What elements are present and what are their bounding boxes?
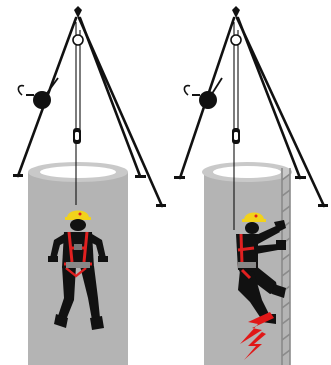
fall-arrest-device-icon — [232, 128, 240, 144]
climbing-worker-illustration — [166, 0, 331, 365]
suspended-worker-illustration — [0, 0, 166, 365]
panel-suspended-worker — [0, 0, 166, 365]
winch-icon — [184, 78, 222, 109]
fall-arrest-device-icon — [73, 128, 81, 144]
panel-climbing-worker — [166, 0, 331, 365]
